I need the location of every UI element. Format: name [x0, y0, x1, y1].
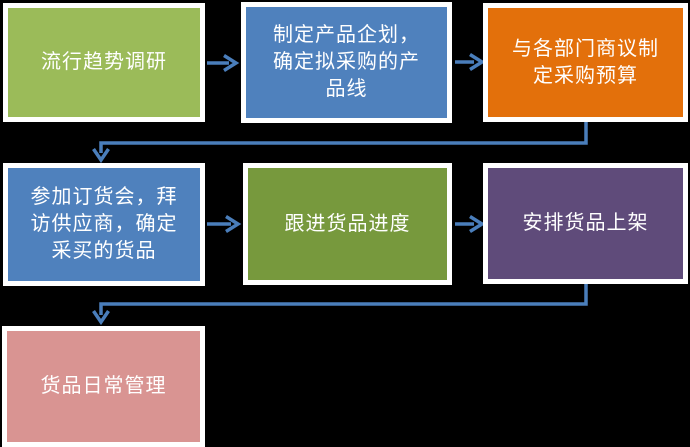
node-label-line: 品线: [325, 78, 368, 100]
node-label-line: 确定拟采购的产: [273, 51, 420, 73]
node-label: 跟进货品进度: [273, 211, 423, 238]
node-label-line: 采买的货品: [51, 240, 157, 262]
node-label-line: 安排货品上架: [522, 212, 649, 234]
node-label-line: 货品日常管理: [40, 375, 167, 397]
node-label-line: 参加订货会，拜: [30, 186, 178, 208]
edge-shelf-to-daily-line: [99, 284, 588, 315]
edge-trend-to-planning-arrowhead: [223, 54, 240, 72]
edge-planning-to-budget-arrowhead: [469, 53, 486, 71]
edge-budget-to-orderfair-arrowhead: [92, 148, 110, 164]
flow-node-budget-negotiation: 与各部门商议制 定采购预算: [483, 3, 688, 122]
edge-orderfair-to-progress-arrowhead: [225, 215, 242, 233]
node-label-line: 定采购预算: [533, 64, 638, 87]
node-label: 货品日常管理: [29, 373, 179, 400]
node-label: 流行趋势调研: [29, 49, 179, 76]
node-label-line: 与各部门商议制: [512, 37, 659, 60]
node-label-line: 制定产品企划，: [273, 24, 420, 46]
flow-node-product-planning: 制定产品企划， 确定拟采购的产 品线: [241, 2, 452, 123]
flow-node-trend-research: 流行趋势调研: [3, 3, 205, 122]
edge-shelf-to-daily-arrowhead: [92, 310, 110, 326]
flow-node-order-fair: 参加订货会，拜 访供应商，确定 采买的货品: [3, 163, 205, 286]
flow-node-daily-management: 货品日常管理: [2, 326, 205, 447]
flow-node-progress-tracking: 跟进货品进度: [243, 163, 452, 285]
node-label-line: 流行趋势调研: [41, 51, 167, 73]
flow-node-shelf-arrangement: 安排货品上架: [483, 163, 688, 284]
node-label-line: 访供应商，确定: [30, 213, 178, 235]
node-label: 参加订货会，拜 访供应商，确定 采买的货品: [19, 184, 190, 265]
edge-progress-to-shelf-arrowhead: [469, 215, 486, 233]
edge-budget-to-orderfair-line: [99, 122, 588, 153]
node-label: 制定产品企划， 确定拟采购的产 品线: [261, 22, 432, 103]
node-label: 与各部门商议制 定采购预算: [500, 36, 671, 90]
node-label-line: 跟进货品进度: [284, 212, 411, 235]
node-label: 安排货品上架: [511, 210, 661, 237]
